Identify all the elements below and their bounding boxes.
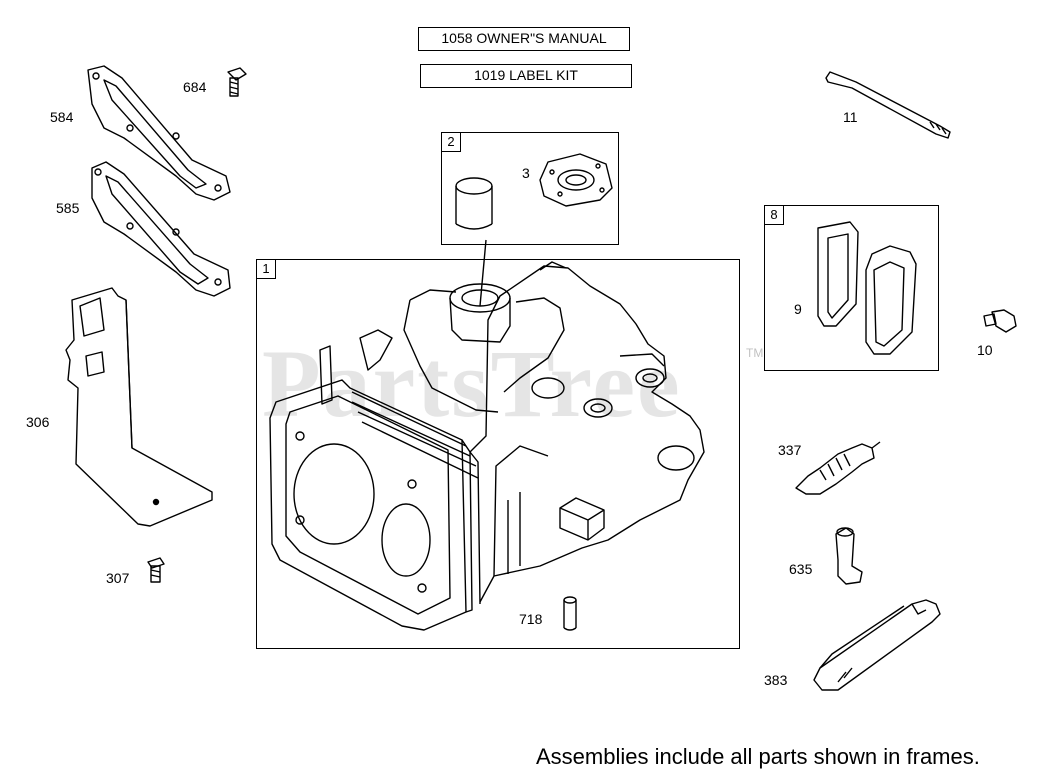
owners-manual-label[interactable]: 1058 OWNER"S MANUAL (418, 27, 630, 51)
frame-1: 1 (256, 259, 740, 649)
label-kit-label[interactable]: 1019 LABEL KIT (420, 64, 632, 88)
sleeve-art (455, 177, 493, 230)
gasket-585-art (91, 161, 231, 297)
elbow-635-art (835, 527, 863, 585)
spark-plug-337-art (795, 441, 881, 495)
frame-1-number: 1 (257, 260, 276, 279)
callout-718[interactable]: 718 (519, 611, 543, 627)
callout-635[interactable]: 635 (789, 561, 813, 577)
dipstick-11-art (825, 71, 951, 139)
frame-8: 8 (764, 205, 939, 371)
callout-306[interactable]: 306 (26, 414, 50, 430)
frame-2-number: 2 (442, 133, 461, 152)
callout-307[interactable]: 307 (106, 570, 130, 586)
breather-gasket-9-art (817, 221, 859, 327)
shield-306-art (65, 287, 213, 527)
bolt-684-art (227, 67, 247, 97)
callout-383[interactable]: 383 (764, 672, 788, 688)
breather-cover-art (865, 245, 917, 355)
callout-10[interactable]: 10 (977, 342, 993, 358)
screw-307-art (147, 557, 165, 583)
leader-line-2 (479, 239, 487, 307)
assemblies-note: Assemblies include all parts shown in fr… (536, 744, 980, 769)
callout-584[interactable]: 584 (50, 109, 74, 125)
frame-2: 2 (441, 132, 619, 245)
callout-585[interactable]: 585 (56, 200, 80, 216)
callout-684[interactable]: 684 (183, 79, 207, 95)
watermark-tm: TM (746, 346, 764, 360)
seal-3-art (539, 153, 613, 207)
crankcase-art (269, 261, 705, 631)
screw-10-art (983, 309, 1017, 333)
callout-3[interactable]: 3 (522, 165, 530, 181)
callout-11[interactable]: 11 (843, 109, 858, 125)
callout-9[interactable]: 9 (794, 301, 802, 317)
gasket-584-art (87, 65, 231, 201)
tool-383-art (813, 599, 941, 691)
dowel-718-art (563, 596, 577, 631)
frame-8-number: 8 (765, 206, 784, 225)
callout-337[interactable]: 337 (778, 442, 802, 458)
